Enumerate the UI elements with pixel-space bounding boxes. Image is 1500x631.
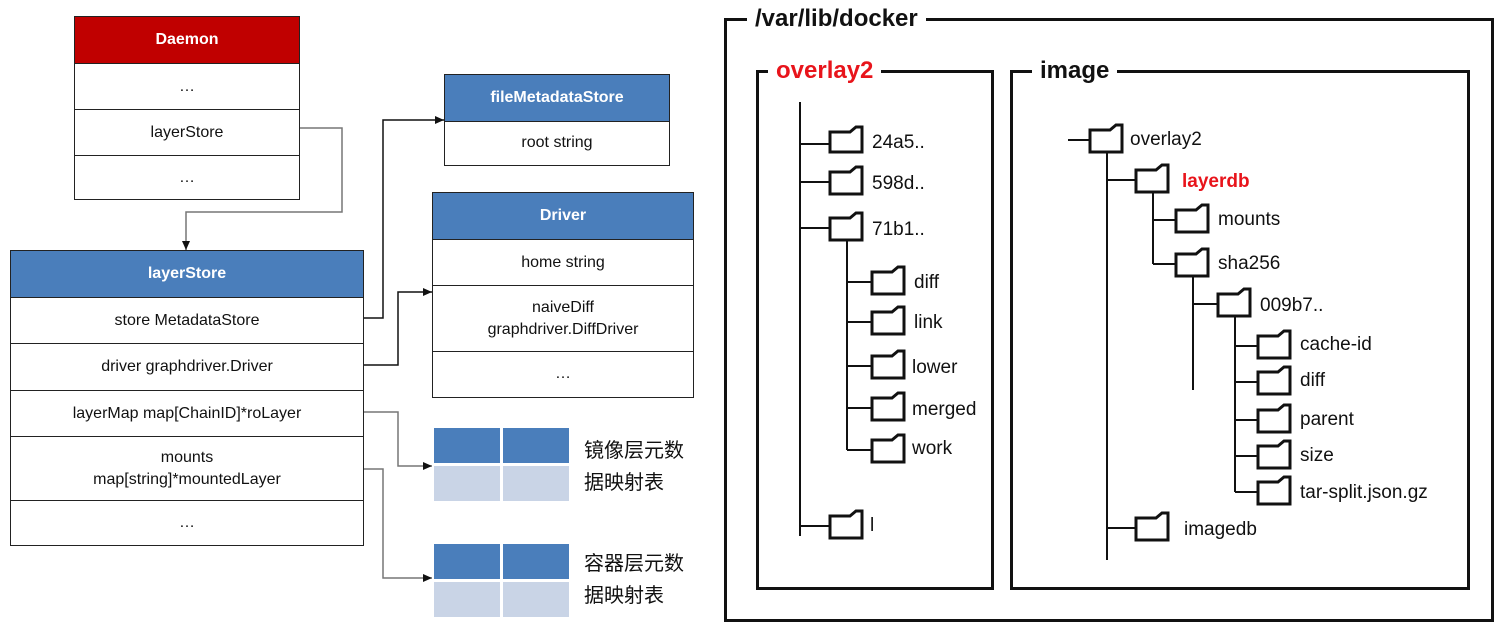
folder-icon xyxy=(870,433,906,464)
folder-icon xyxy=(1256,439,1292,470)
folder-icon xyxy=(1256,475,1292,506)
arrow-mounts-to-container-table xyxy=(364,468,432,582)
layerstore-struct: layerStore store MetadataStore driver gr… xyxy=(10,250,364,546)
tree-item-label: parent xyxy=(1300,409,1354,430)
daemon-struct: Daemon … layerStore … xyxy=(74,16,300,200)
folder-icon xyxy=(1256,403,1292,434)
tree-item-label: 009b7.. xyxy=(1260,295,1324,316)
table-cell xyxy=(503,582,569,617)
layerstore-row: mounts map[string]*mountedLayer xyxy=(11,436,363,500)
filemetadatastore-header: fileMetadataStore xyxy=(445,75,669,121)
docker-root-frame xyxy=(724,18,1494,622)
tree-item-label: imagedb xyxy=(1184,519,1257,540)
table-cell xyxy=(434,582,500,617)
table-cell xyxy=(503,428,569,463)
tree-item-label-layerdb: layerdb xyxy=(1182,171,1250,192)
folder-icon xyxy=(1174,203,1210,234)
table-cell xyxy=(434,428,500,463)
folder-icon xyxy=(1134,511,1170,542)
layerstore-row: store MetadataStore xyxy=(11,297,363,343)
folder-icon xyxy=(870,349,906,380)
tree-item-label: work xyxy=(912,438,953,459)
image-layer-metadata-table xyxy=(434,428,570,502)
folder-icon xyxy=(1256,365,1292,396)
tree-item-label: diff xyxy=(1300,370,1326,391)
image-layer-table-label: 镜像层元数 据映射表 xyxy=(584,438,684,494)
folder-icon xyxy=(1174,247,1210,278)
tree-item-label: lower xyxy=(912,357,958,378)
table-cell xyxy=(503,544,569,579)
driver-row: home string xyxy=(433,239,693,285)
driver-row: naiveDiff graphdriver.DiffDriver xyxy=(433,285,693,351)
overlay2-title: overlay2 xyxy=(768,56,882,86)
daemon-header: Daemon xyxy=(75,17,299,63)
tree-item-label: size xyxy=(1300,445,1334,466)
tree-item-label: mounts xyxy=(1218,209,1281,230)
table-cell xyxy=(503,466,569,501)
folder-icon xyxy=(870,265,906,296)
folder-icon xyxy=(1088,123,1124,154)
table-cell xyxy=(434,544,500,579)
tree-item-label: overlay2 xyxy=(1130,129,1202,150)
folder-icon xyxy=(1216,287,1252,318)
driver-row: … xyxy=(433,351,693,396)
arrow-store-to-filemetadatastore xyxy=(364,116,444,319)
container-layer-table-label: 容器层元数 据映射表 xyxy=(584,551,684,607)
daemon-row: layerStore xyxy=(75,109,299,155)
tree-item-label: cache-id xyxy=(1300,334,1372,355)
driver-header: Driver xyxy=(433,193,693,239)
tree-item-label: merged xyxy=(912,399,977,420)
tree-item-label: l xyxy=(870,515,875,536)
arrow-driver-to-driver xyxy=(364,288,432,366)
daemon-row: … xyxy=(75,63,299,109)
folder-icon xyxy=(870,305,906,336)
filemetadatastore-struct: fileMetadataStore root string xyxy=(444,74,670,166)
folder-icon xyxy=(828,125,864,154)
layerstore-row: layerMap map[ChainID]*roLayer xyxy=(11,390,363,436)
docker-root-title: /var/lib/docker xyxy=(747,4,926,34)
table-cell xyxy=(434,466,500,501)
arrow-layermap-to-image-table xyxy=(364,411,432,470)
folder-icon xyxy=(1134,163,1170,194)
layerstore-header: layerStore xyxy=(11,251,363,297)
folder-icon xyxy=(870,391,906,422)
filemetadatastore-row: root string xyxy=(445,121,669,164)
image-frame xyxy=(1010,70,1470,590)
image-title: image xyxy=(1032,56,1118,86)
layerstore-row: driver graphdriver.Driver xyxy=(11,343,363,390)
tree-item-label: 598d.. xyxy=(872,173,925,194)
folder-icon xyxy=(828,165,864,196)
driver-struct: Driver home string naiveDiff graphdriver… xyxy=(432,192,694,398)
tree-item-label: 71b1.. xyxy=(872,219,925,240)
tree-item-label: diff xyxy=(914,272,940,293)
folder-icon xyxy=(828,211,864,242)
tree-item-label: link xyxy=(914,312,943,333)
layerstore-row: … xyxy=(11,500,363,544)
container-layer-metadata-table xyxy=(434,544,570,618)
tree-item-label: 24a5.. xyxy=(872,132,925,153)
arrow-daemon-to-layerstore xyxy=(182,127,343,250)
daemon-row: … xyxy=(75,155,299,200)
tree-item-label: tar-split.json.gz xyxy=(1300,482,1428,503)
tree-item-label: sha256 xyxy=(1218,253,1281,274)
folder-icon xyxy=(828,509,864,540)
folder-icon xyxy=(1256,329,1292,360)
